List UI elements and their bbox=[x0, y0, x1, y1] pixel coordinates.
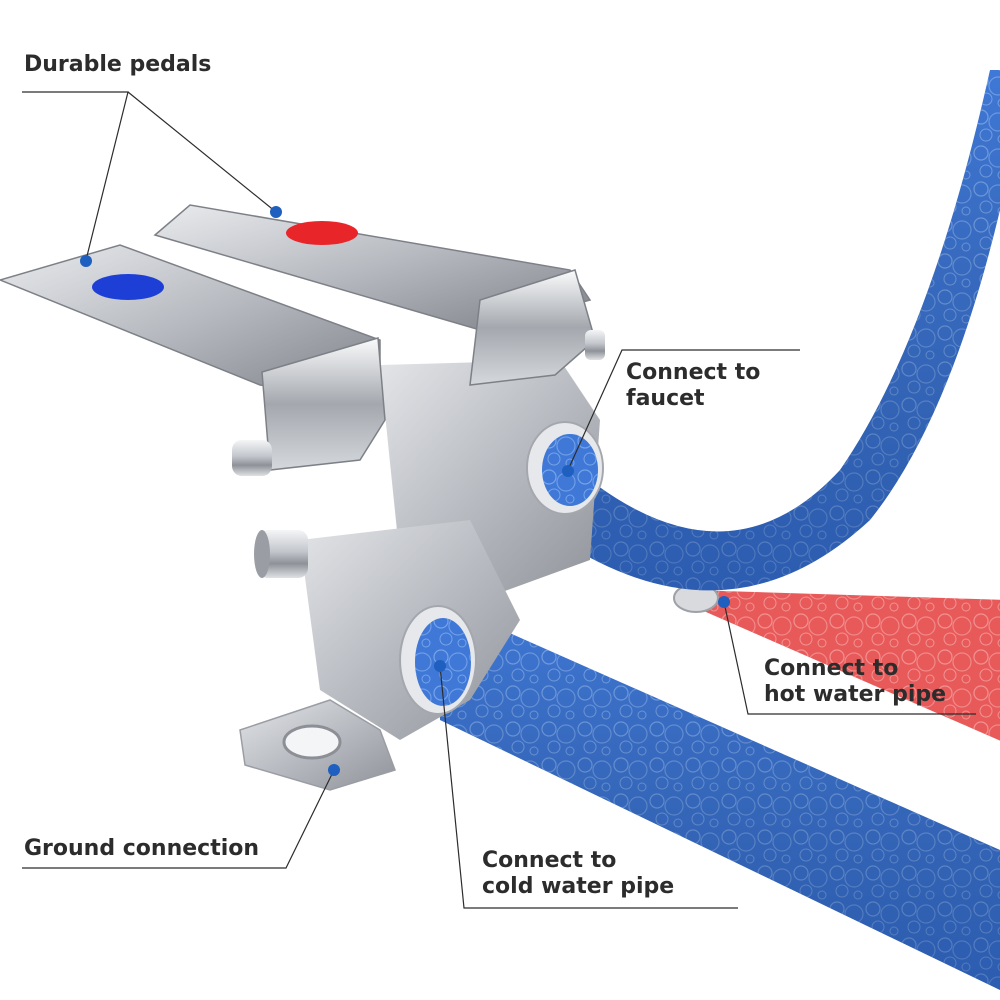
label-text: cold water pipe bbox=[482, 874, 675, 899]
label-connect-faucet: Connect to faucet bbox=[626, 360, 760, 412]
hot-indicator-icon bbox=[286, 221, 358, 245]
label-text: Connect to bbox=[764, 656, 899, 681]
label-text: Connect to bbox=[482, 848, 617, 873]
callout-line-pedals-2 bbox=[127, 91, 277, 213]
callout-line-ground bbox=[22, 769, 335, 869]
marker-dot bbox=[328, 764, 340, 776]
label-connect-hot: Connect to hot water pipe bbox=[764, 656, 946, 708]
callout-line-cold bbox=[439, 665, 738, 909]
marker-dot bbox=[270, 206, 282, 218]
marker-dot bbox=[80, 255, 92, 267]
label-text: faucet bbox=[626, 386, 705, 411]
marker-dot bbox=[434, 660, 446, 672]
cold-water-pipe bbox=[435, 600, 1000, 990]
callout-markers bbox=[80, 206, 730, 776]
label-connect-cold: Connect to cold water pipe bbox=[482, 848, 674, 900]
label-text: Ground connection bbox=[24, 836, 260, 861]
callout-line-faucet bbox=[567, 349, 800, 471]
label-text: Connect to bbox=[626, 360, 761, 385]
callout-line-pedals bbox=[22, 91, 129, 261]
valve-body bbox=[239, 360, 604, 791]
faucet-pipe bbox=[560, 70, 1000, 591]
cold-indicator-icon bbox=[92, 274, 164, 300]
marker-dot bbox=[562, 465, 574, 477]
label-durable-pedals: Durable pedals bbox=[24, 52, 211, 78]
label-text: hot water pipe bbox=[764, 682, 947, 707]
callout-lines bbox=[22, 91, 976, 909]
hot-pedal bbox=[153, 204, 605, 386]
callout-line-hot bbox=[723, 601, 976, 715]
label-text: Durable pedals bbox=[24, 52, 212, 77]
cold-pedal bbox=[0, 244, 386, 476]
label-ground-connection: Ground connection bbox=[24, 836, 259, 862]
marker-dot bbox=[718, 596, 730, 608]
